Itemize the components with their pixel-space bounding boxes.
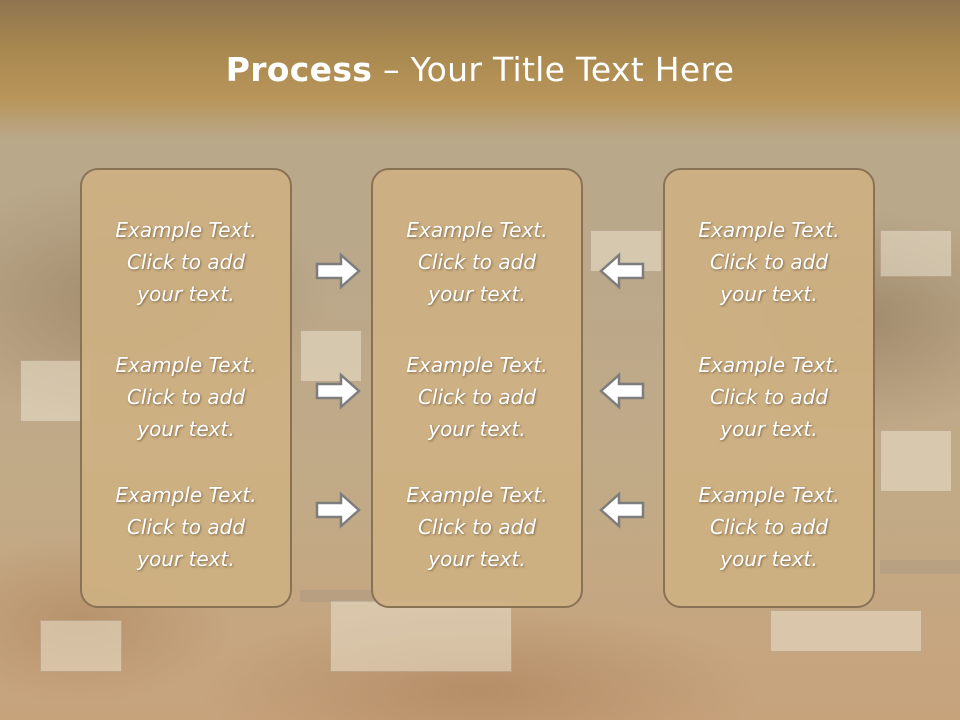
text-line: Click to add	[709, 385, 829, 409]
text-line: Example Text.	[406, 483, 548, 507]
text-placeholder[interactable]: Example Text. Click to add your text.	[373, 479, 581, 575]
text-line: Example Text.	[698, 218, 840, 242]
text-line: your text.	[720, 282, 818, 306]
text-placeholder[interactable]: Example Text. Click to add your text.	[665, 479, 873, 575]
process-box-center[interactable]: Example Text. Click to add your text. Ex…	[371, 168, 583, 608]
text-line: Example Text.	[115, 353, 257, 377]
text-placeholder[interactable]: Example Text. Click to add your text.	[373, 214, 581, 310]
text-line: your text.	[137, 417, 235, 441]
text-placeholder[interactable]: Example Text. Click to add your text.	[665, 349, 873, 445]
arrow-right-icon[interactable]	[314, 371, 362, 411]
slide-title[interactable]: Process – Your Title Text Here	[0, 50, 960, 89]
text-line: Example Text.	[406, 353, 548, 377]
process-box-left[interactable]: Example Text. Click to add your text. Ex…	[80, 168, 292, 608]
text-line: Click to add	[417, 385, 537, 409]
arrow-left-icon[interactable]	[598, 371, 646, 411]
text-line: your text.	[428, 282, 526, 306]
text-placeholder[interactable]: Example Text. Click to add your text.	[82, 214, 290, 310]
text-placeholder[interactable]: Example Text. Click to add your text.	[373, 349, 581, 445]
text-line: Example Text.	[698, 483, 840, 507]
text-line: Example Text.	[115, 218, 257, 242]
text-line: Click to add	[709, 250, 829, 274]
text-placeholder[interactable]: Example Text. Click to add your text.	[665, 214, 873, 310]
title-bar	[0, 0, 960, 140]
text-line: Click to add	[126, 250, 246, 274]
text-line: Click to add	[126, 385, 246, 409]
arrow-left-icon[interactable]	[598, 251, 646, 291]
text-line: Click to add	[417, 250, 537, 274]
text-line: Click to add	[126, 515, 246, 539]
arrow-right-icon[interactable]	[314, 251, 362, 291]
text-line: Example Text.	[698, 353, 840, 377]
text-line: Click to add	[709, 515, 829, 539]
text-line: Example Text.	[115, 483, 257, 507]
arrow-left-icon[interactable]	[598, 490, 646, 530]
text-placeholder[interactable]: Example Text. Click to add your text.	[82, 349, 290, 445]
text-line: your text.	[720, 417, 818, 441]
text-line: Click to add	[417, 515, 537, 539]
text-line: your text.	[720, 547, 818, 571]
title-bold: Process	[225, 50, 373, 89]
text-line: Example Text.	[406, 218, 548, 242]
title-rest: – Your Title Text Here	[372, 50, 735, 89]
text-placeholder[interactable]: Example Text. Click to add your text.	[82, 479, 290, 575]
text-line: your text.	[428, 417, 526, 441]
text-line: your text.	[428, 547, 526, 571]
process-box-right[interactable]: Example Text. Click to add your text. Ex…	[663, 168, 875, 608]
text-line: your text.	[137, 282, 235, 306]
arrow-right-icon[interactable]	[314, 490, 362, 530]
text-line: your text.	[137, 547, 235, 571]
